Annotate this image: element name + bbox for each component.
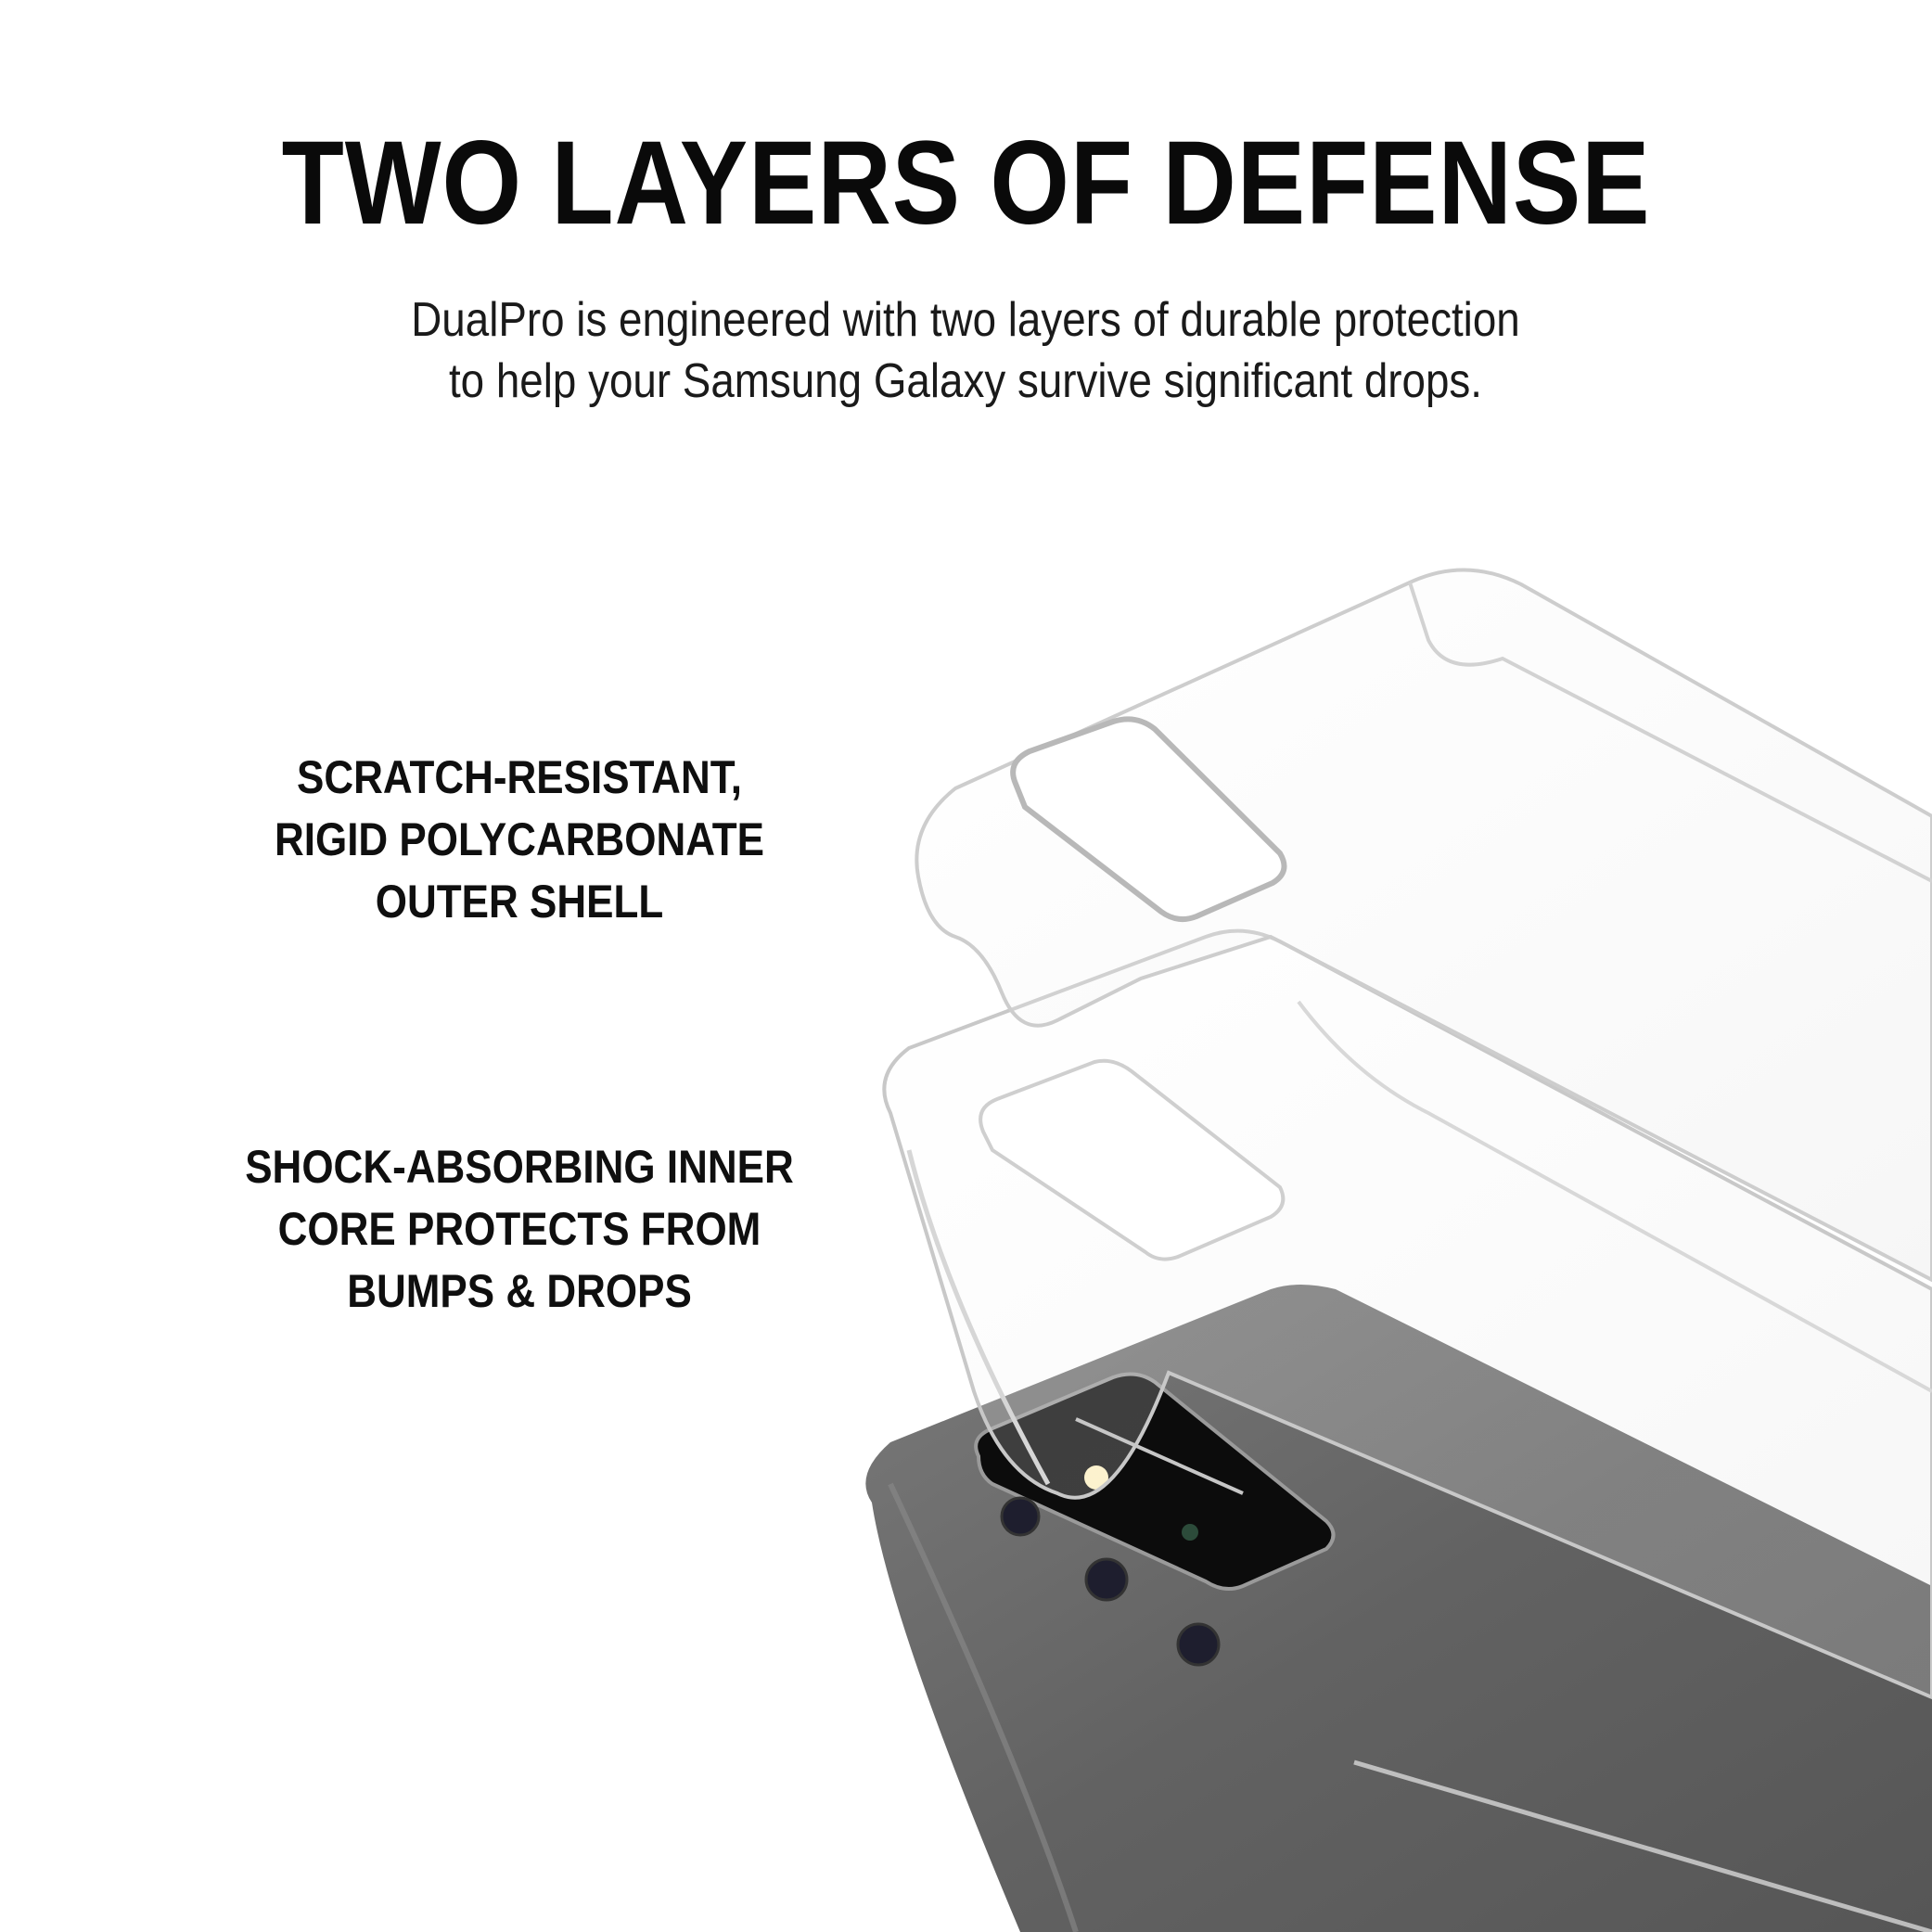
feature-outer-shell: SCRATCH-RESISTANT, RIGID POLYCARBONATE O… bbox=[210, 747, 830, 933]
camera-sensor-icon bbox=[1182, 1524, 1198, 1541]
camera-lens-icon bbox=[1000, 1496, 1041, 1537]
feature-inner-line-2: CORE PROTECTS FROM bbox=[277, 1203, 761, 1255]
camera-lens-icon bbox=[1084, 1557, 1129, 1602]
feature-inner-line-1: SHOCK-ABSORBING INNER bbox=[245, 1141, 794, 1193]
exploded-case-illustration bbox=[865, 568, 1932, 1932]
subheadline-line-1: DualPro is engineered with two layers of… bbox=[411, 293, 1520, 347]
inner-core-layer bbox=[882, 928, 1932, 1700]
feature-outer-line-3: OUTER SHELL bbox=[375, 876, 664, 928]
feature-inner-line-3: BUMPS & DROPS bbox=[347, 1265, 692, 1317]
camera-lens-icon bbox=[1176, 1622, 1221, 1667]
feature-inner-core: SHOCK-ABSORBING INNER CORE PROTECTS FROM… bbox=[210, 1136, 830, 1323]
subheadline: DualPro is engineered with two layers of… bbox=[353, 289, 1578, 412]
outer-shell-layer bbox=[915, 568, 1932, 1393]
subheadline-line-2: to help your Samsung Galaxy survive sign… bbox=[448, 354, 1483, 408]
headline: TWO LAYERS OF DEFENSE bbox=[281, 117, 1651, 249]
feature-outer-line-2: RIGID POLYCARBONATE bbox=[274, 813, 765, 865]
feature-outer-line-1: SCRATCH-RESISTANT, bbox=[297, 751, 742, 803]
